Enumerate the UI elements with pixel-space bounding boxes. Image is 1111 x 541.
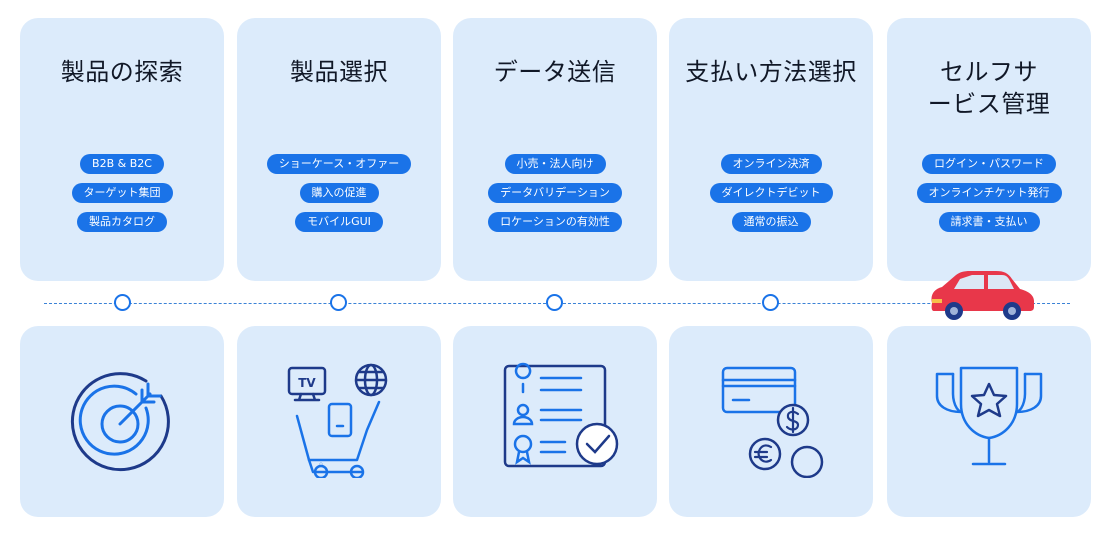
step-illustration-card-4 [669,326,873,517]
step-title: セルフサ ービス管理 [927,58,1051,118]
tag: ターゲット集団 [71,183,173,203]
timeline-node-1 [114,294,131,311]
step-illustration-card-1 [20,326,224,517]
step-card-5: セルフサ ービス管理 ログイン・パスワード オンラインチケット発行 請求書・支払… [887,18,1091,281]
step-card-1: 製品の探索 B2B & B2C ターゲット集団 製品カタログ [20,18,224,281]
tag: ダイレクトデビット [709,183,833,203]
tag-list: B2B & B2C ターゲット集団 製品カタログ [20,154,224,232]
target-icon [70,372,170,472]
tag: 請求書・支払い [938,212,1040,232]
tag: ショーケース・オファー [266,154,412,174]
trophy-icon [935,366,1043,466]
payment-icon [721,366,824,478]
tag: ロケーションの有効性 [488,212,622,232]
tag-list: ログイン・パスワード オンラインチケット発行 請求書・支払い [887,154,1091,232]
step-illustration-card-2: TV [237,326,441,517]
tag: B2B & B2C [80,154,164,174]
timeline-node-3 [546,294,563,311]
step-title: 支払い方法選択 [685,58,857,86]
tag: 通常の振込 [731,212,811,232]
step-title: データ送信 [493,58,617,86]
tag-list: 小売・法人向け データバリデーション ロケーションの有効性 [453,154,657,232]
tag-list: オンライン決済 ダイレクトデビット 通常の振込 [669,154,873,232]
step-illustration-card-3 [453,326,657,517]
tag: データバリデーション [488,183,622,203]
step-title: 製品の探索 [60,58,184,86]
tag: 購入の促進 [299,183,379,203]
star-icon [970,382,1008,418]
step-card-4: 支払い方法選択 オンライン決済 ダイレクトデビット 通常の振込 [669,18,873,281]
tag: 製品カタログ [77,212,167,232]
step-illustration-card-5 [887,326,1091,517]
tag: オンライン決済 [720,154,822,174]
step-card-2: 製品選択 ショーケース・オファー 購入の促進 モバイルGUI [237,18,441,281]
tag-list: ショーケース・オファー 購入の促進 モバイルGUI [237,154,441,232]
form-check-icon [503,362,619,468]
tv-label: TV [298,376,316,390]
timeline-node-4 [762,294,779,311]
timeline-node-2 [330,294,347,311]
tag: オンラインチケット発行 [916,183,1062,203]
car-icon [931,271,1034,320]
shopping-cart-icon: TV [287,363,388,478]
tag: ログイン・パスワード [922,154,1056,174]
step-title: 製品選択 [290,58,388,86]
tag: モバイルGUI [295,212,383,232]
step-card-3: データ送信 小売・法人向け データバリデーション ロケーションの有効性 [453,18,657,281]
tag: 小売・法人向け [504,154,606,174]
